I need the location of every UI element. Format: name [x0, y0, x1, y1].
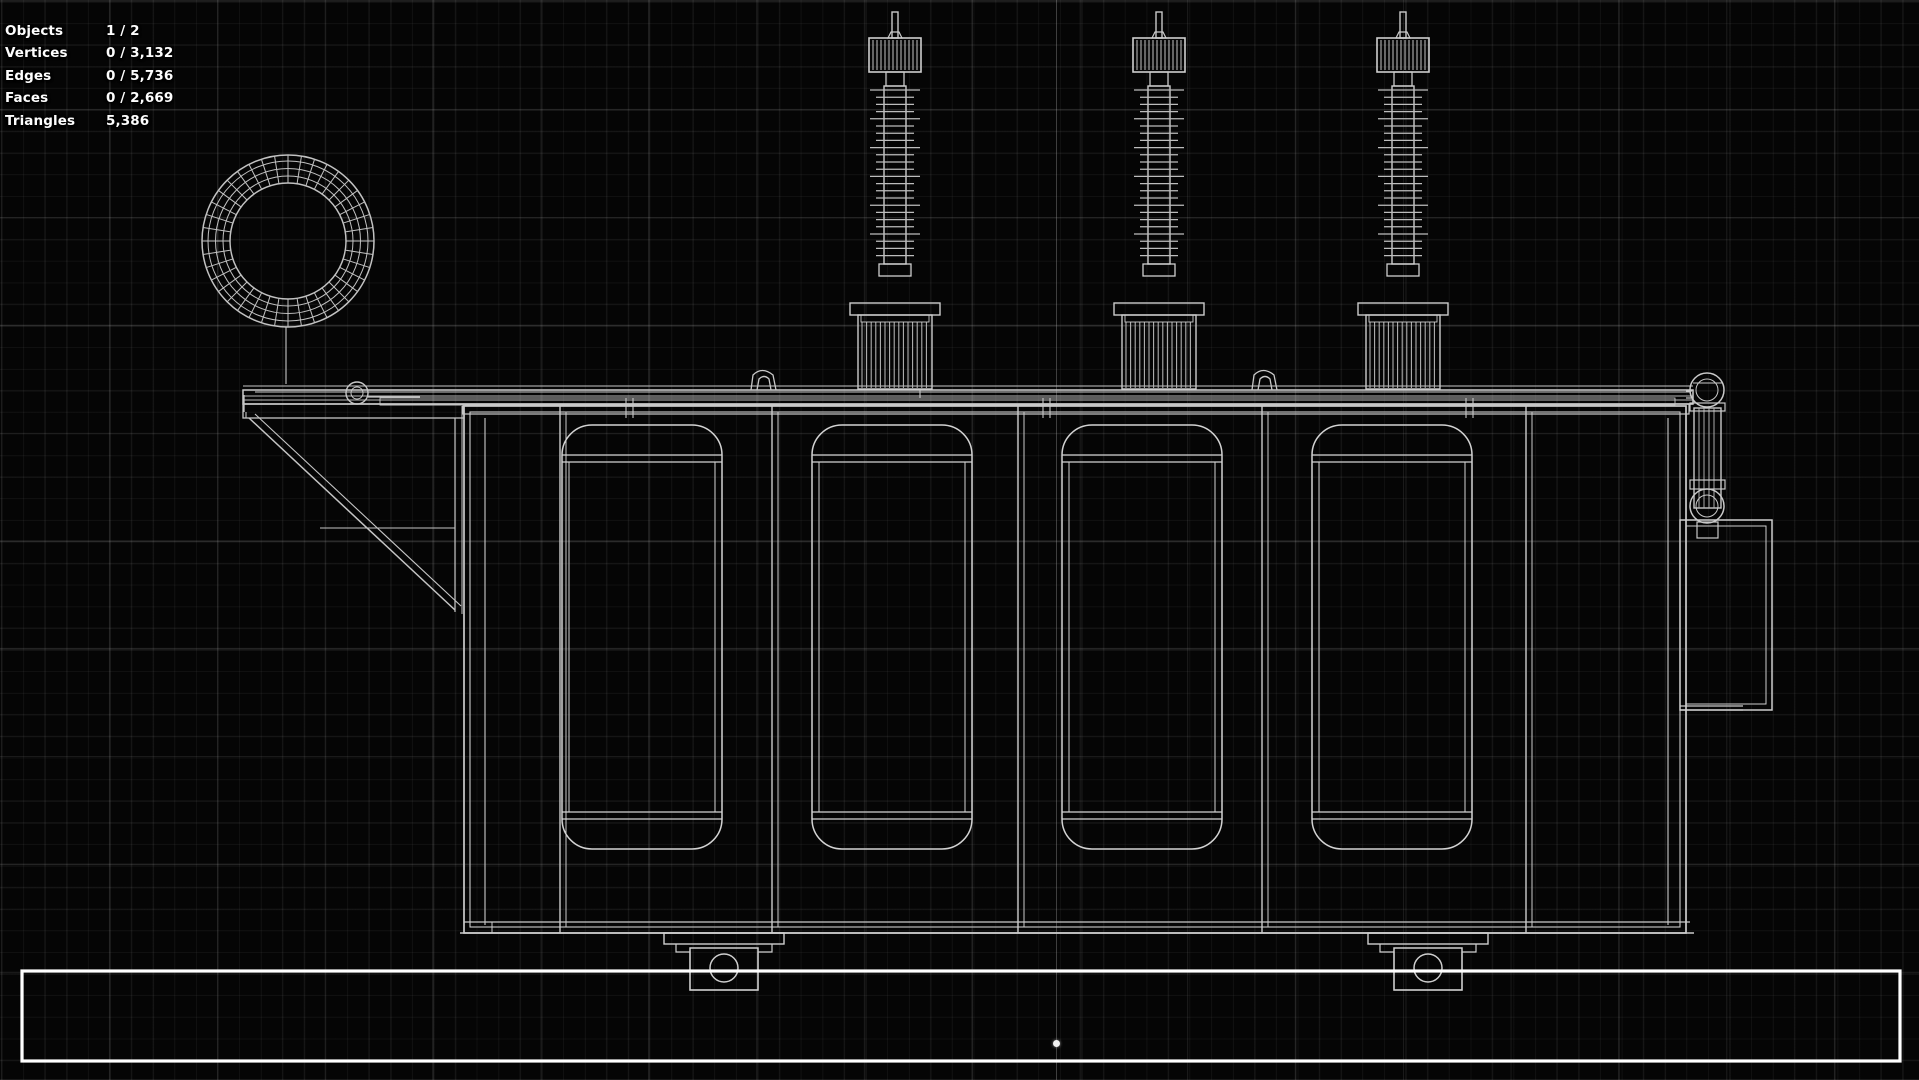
valve-piping[interactable] — [1686, 372, 1726, 539]
roller-wheel — [1367, 932, 1489, 991]
bushing-turret-group — [849, 302, 1449, 390]
bushing-turret — [1357, 302, 1449, 390]
conservator-tank[interactable] — [201, 154, 375, 328]
object-origin-marker — [1053, 1040, 1060, 1047]
bushing-turret — [849, 302, 941, 390]
radiator-panel — [561, 424, 723, 850]
radiator-panel — [1061, 424, 1223, 850]
bushing-turret — [1113, 302, 1205, 390]
radiator-panel — [1311, 424, 1473, 850]
radiator-panel — [811, 424, 973, 850]
roller-wheel-group[interactable] — [663, 932, 1489, 991]
hv-bushing — [868, 11, 922, 277]
hv-bushing — [1376, 11, 1430, 277]
tank-top-beam — [243, 385, 1693, 418]
radiator-bank[interactable] — [561, 424, 1473, 850]
hv-bushing — [1132, 11, 1186, 277]
conservator-mount — [285, 327, 420, 405]
support-gusset[interactable] — [242, 395, 465, 614]
lifting-lug[interactable] — [750, 369, 1278, 391]
z-axis-line — [1056, 0, 1057, 1080]
main-tank[interactable] — [242, 389, 1694, 934]
hv-bushing-group[interactable] — [868, 11, 1430, 277]
control-cabinet[interactable] — [1679, 519, 1773, 711]
ground-plane[interactable] — [20, 969, 1902, 1063]
roller-wheel — [663, 932, 785, 991]
